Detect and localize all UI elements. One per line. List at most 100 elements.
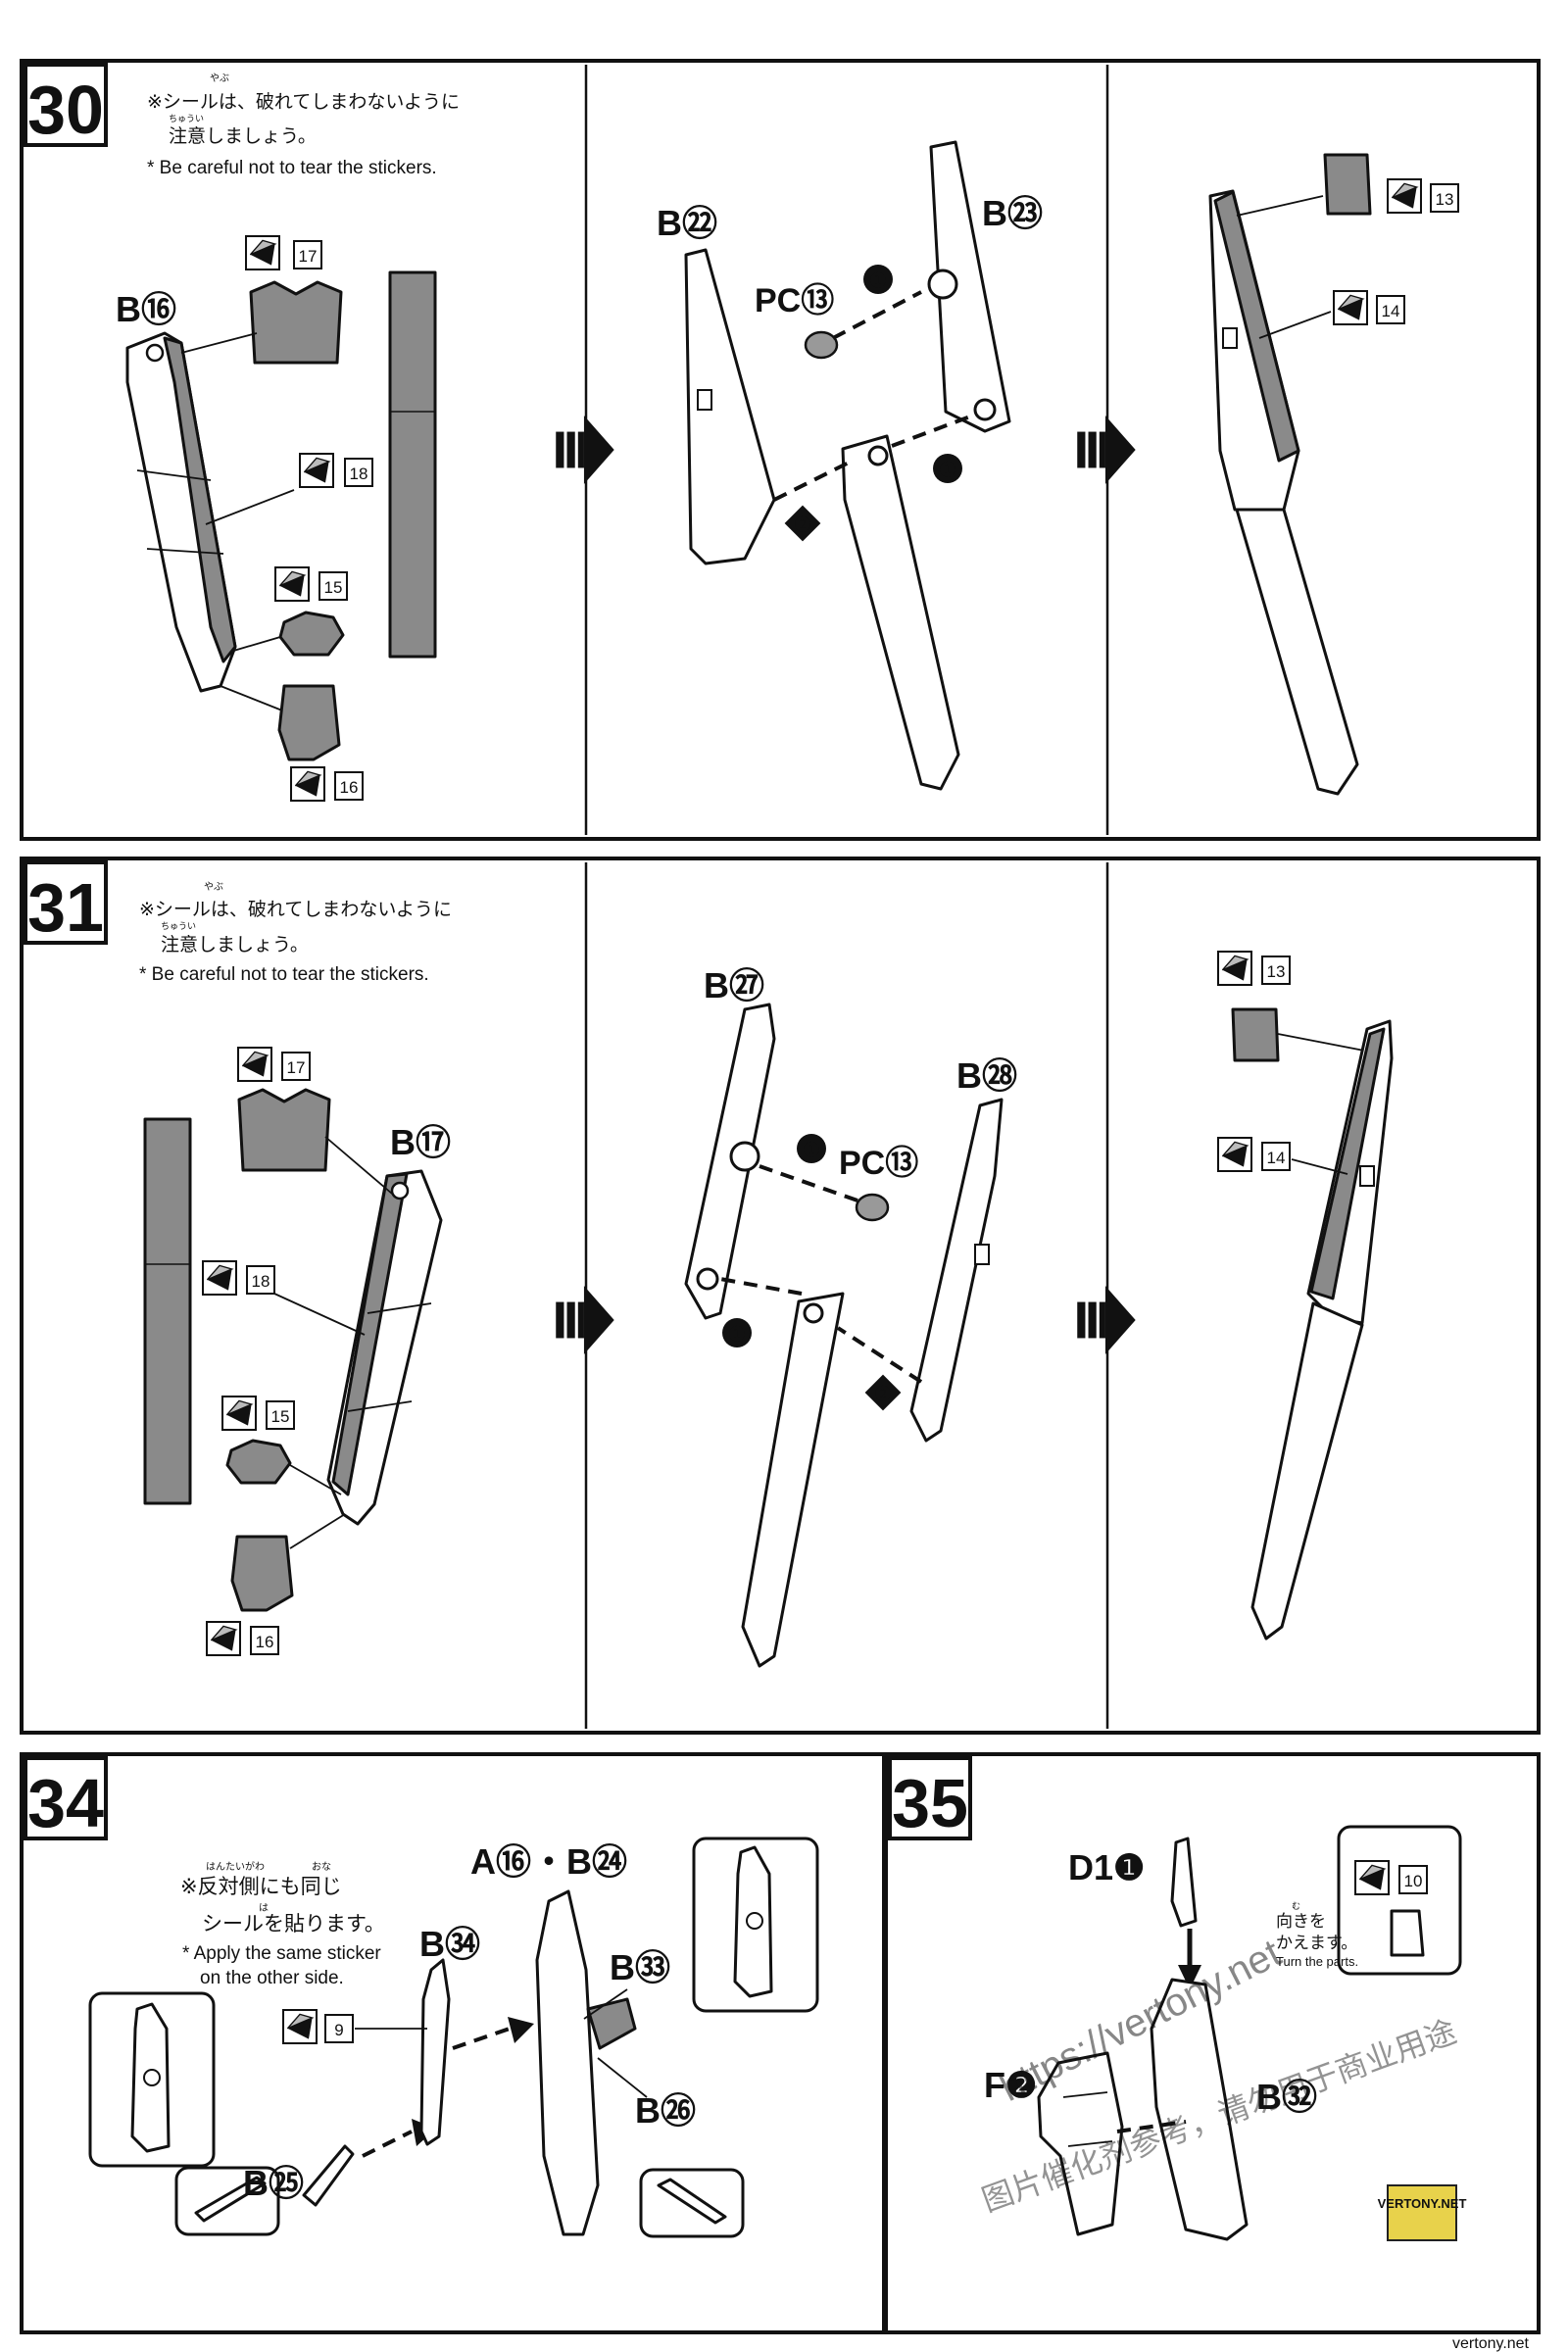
sticker-number: 9 — [334, 2021, 343, 2039]
panel-31-1: B⑰ 17 18 15 16 — [143, 1047, 451, 1656]
note-jp: ※反対側にも同じ — [180, 1875, 342, 1898]
sticker-icon — [245, 235, 280, 270]
note-jp: 注意しましょう。 — [161, 934, 309, 956]
sticker-number: 15 — [271, 1407, 290, 1426]
note-en: * Be careful not to tear the stickers. — [139, 964, 429, 985]
step-35: 35 D1❶ 10 む 向きを かえます。 Turn the parts. F❷… — [888, 1756, 1467, 2241]
part-d1 — [1170, 1837, 1198, 1928]
sticker-icon — [1217, 951, 1252, 986]
pc-label: PC⑬ — [839, 1145, 918, 1182]
sticker-area — [1213, 190, 1300, 463]
step-number-box — [888, 1756, 972, 1840]
sticker-number: 18 — [350, 465, 368, 483]
panel-30-3: 13 14 — [1208, 153, 1459, 796]
step-marker: ❶ — [803, 1140, 820, 1161]
fin-bottom-part — [841, 434, 960, 791]
panel-30-2: B㉒ B㉓ PC⑬ ❶ ❶ ❷ — [657, 140, 1043, 791]
panel-31-2: B㉗ B㉘ PC⑬ ❶ ❶ ❷ — [684, 965, 1017, 1668]
fin-bottom-part — [741, 1292, 845, 1668]
step-marker: ❷ — [874, 1384, 892, 1405]
sticker-icon — [299, 453, 334, 488]
sticker-area — [331, 1172, 409, 1496]
sticker-15 — [278, 611, 345, 657]
note-jp: ※シールは、破れてしまわないように — [139, 899, 452, 920]
sticker-icon — [274, 566, 310, 602]
sticker-number: 14 — [1382, 302, 1400, 320]
part-label: B㉗ — [704, 965, 764, 1005]
step-number: 35 — [892, 1765, 968, 1841]
ruby: おな — [312, 1861, 331, 1873]
sticker-icon — [1387, 178, 1422, 214]
sticker-number: 13 — [1436, 190, 1454, 209]
part-a16-b24 — [535, 1889, 600, 2236]
sticker-number: 18 — [252, 1272, 270, 1291]
pc-label: PC⑬ — [755, 282, 834, 319]
step-number-box — [24, 1756, 108, 1840]
step-number-box — [24, 63, 108, 147]
fin-right-part — [929, 140, 1011, 433]
next-arrow-icon — [556, 416, 614, 484]
part-label: B㉓ — [982, 193, 1043, 233]
ruby: む — [1292, 1901, 1300, 1912]
sticker-icon — [202, 1260, 237, 1296]
panel-30-1: B⑯ 17 18 15 16 — [116, 235, 437, 802]
step-34: 34 はんたいがわ おな ※反対側にも同じ は シールを貼ります。 * Appl… — [24, 1756, 819, 2238]
frame-grid — [20, 59, 1541, 2334]
part-label: D1❶ — [1068, 1847, 1145, 1887]
fin-left-part — [684, 1003, 776, 1320]
badge-text: VERTONY.NET — [1378, 2196, 1467, 2211]
part-f2 — [1037, 2051, 1124, 2236]
ruby: やぶ — [204, 881, 223, 893]
sticker-area — [1309, 1027, 1386, 1300]
part-label: B㉖ — [635, 2090, 696, 2131]
ruby: は — [259, 1902, 269, 1914]
next-arrow-icon — [1077, 416, 1136, 484]
note-jp: シールを貼ります。 — [202, 1912, 385, 1936]
turn-jp: かえます。 — [1276, 1934, 1357, 1953]
sticker-icon — [1217, 1137, 1252, 1172]
sticker-icon — [290, 766, 325, 802]
note-jp: 注意しましょう。 — [169, 125, 317, 147]
sticker-17 — [249, 280, 343, 365]
sticker-number: 16 — [256, 1633, 274, 1651]
fin-right-part — [909, 1098, 1004, 1443]
sticker-number: 15 — [324, 578, 343, 597]
ruby: ちゅうい — [161, 921, 196, 932]
fin-lower-part — [1250, 1301, 1364, 1641]
sticker-number: 16 — [340, 778, 359, 797]
fin-lower-part — [1235, 508, 1359, 796]
part-b32 — [1150, 1978, 1249, 2241]
sticker-18 — [388, 270, 437, 659]
step-marker: ❶ — [728, 1324, 746, 1346]
part-label: B㉒ — [657, 203, 717, 243]
vertony-badge — [1387, 2184, 1457, 2241]
step-31: 31 やぶ ※シールは、破れてしまわないように ちゅうい 注意しましょう。 * … — [24, 860, 1394, 1668]
note-en: on the other side. — [200, 1968, 344, 1988]
step-number: 30 — [27, 72, 104, 148]
sticker-13 — [1323, 153, 1372, 216]
ruby: はんたいがわ — [206, 1860, 265, 1873]
next-arrow-icon — [1077, 1286, 1136, 1354]
ruby: やぶ — [210, 73, 229, 84]
note-en: * Apply the same sticker — [182, 1943, 381, 1964]
sticker-15 — [225, 1439, 292, 1485]
sticker-number: 14 — [1267, 1149, 1286, 1167]
step-number-box — [24, 860, 108, 945]
footer-url: vertony.net — [1452, 2335, 1530, 2352]
part-label: B㉞ — [419, 1924, 480, 1964]
part-label: B㉝ — [610, 1947, 670, 1987]
part-label: B㉘ — [956, 1055, 1017, 1096]
note-jp: ※シールは、破れてしまわないように — [147, 91, 460, 113]
part-label: B㉜ — [1256, 2077, 1317, 2117]
part-label: B㉕ — [243, 2163, 304, 2203]
ruby: ちゅうい — [169, 114, 204, 124]
sticker-icon — [1354, 1860, 1390, 1895]
sticker-18 — [143, 1117, 192, 1505]
step-number: 31 — [27, 869, 104, 946]
watermark-url: https://vertony.net — [993, 1932, 1288, 2110]
sticker-number: 17 — [299, 247, 318, 266]
sticker-number: 13 — [1267, 962, 1286, 981]
step-30: 30 やぶ ※シールは、破れてしまわないように ちゅうい 注意しましょう。 * … — [24, 63, 1459, 802]
sticker-icon — [282, 2009, 318, 2044]
turn-jp: 向きを — [1276, 1912, 1326, 1932]
